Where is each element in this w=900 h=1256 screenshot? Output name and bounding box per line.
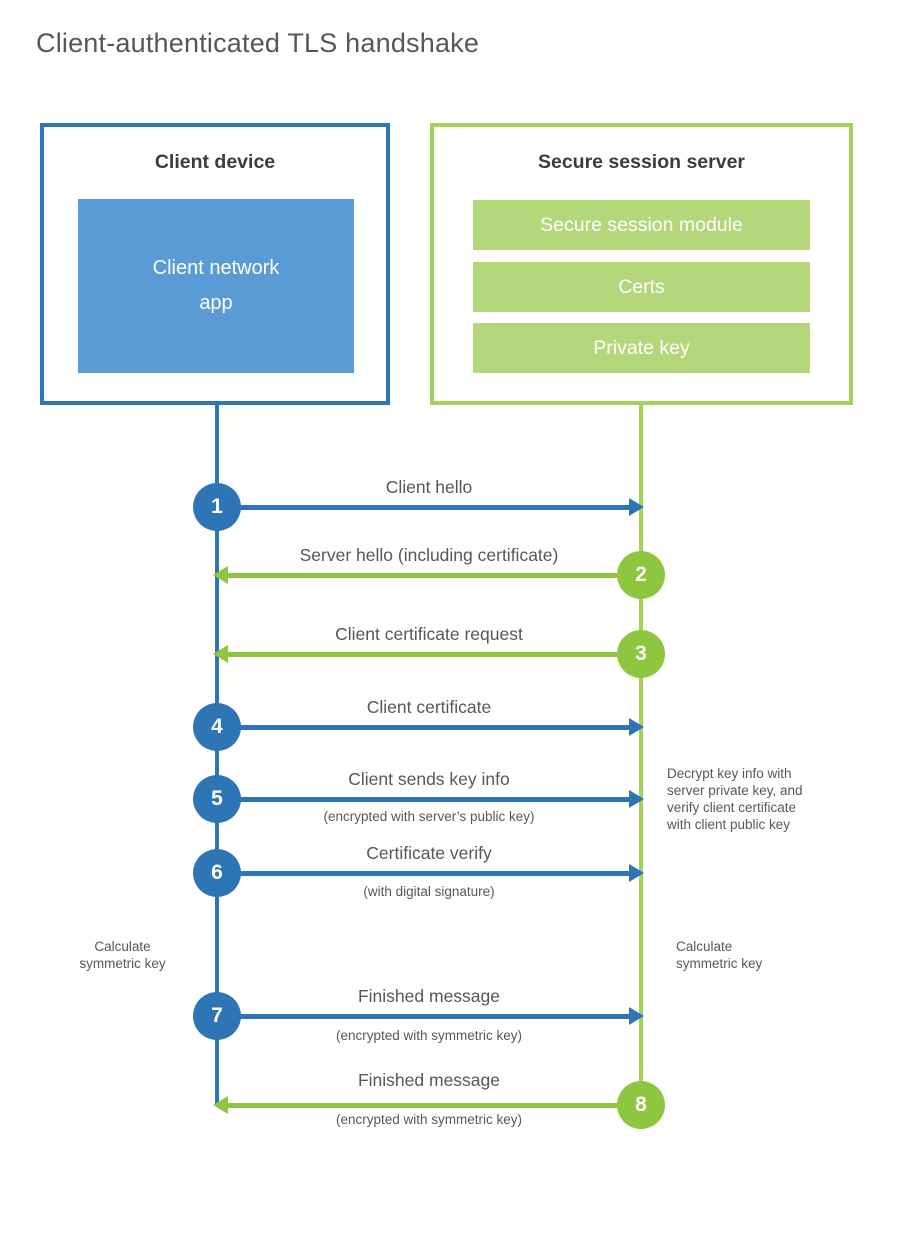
step-number-badge: 4 [193, 703, 241, 751]
server-private-key-bar: Private key [473, 323, 810, 373]
message-arrow [240, 871, 630, 876]
message-arrow [240, 505, 630, 510]
message-label: Certificate verify [366, 843, 492, 863]
message-arrow [227, 652, 617, 657]
page-title: Client-authenticated TLS handshake [36, 28, 480, 58]
decrypt-note: Decrypt key info with server private key… [667, 766, 803, 832]
arrow-head-left-icon [213, 645, 228, 663]
client-network-app-box: Client network app [78, 199, 354, 373]
arrow-head-right-icon [629, 498, 644, 516]
message-label: Client certificate [366, 697, 492, 717]
message-sublabel: (encrypted with symmetric key) [335, 1112, 523, 1127]
arrow-head-left-icon [213, 1096, 228, 1114]
server-lifeline [639, 401, 643, 1105]
message-label: Client certificate request [335, 624, 523, 644]
step-number-badge: 3 [617, 630, 665, 678]
calculate-symmetric-key-right: Calculate symmetric key [676, 939, 763, 971]
server-title: Secure session server [537, 151, 746, 173]
message-sublabel: (with digital signature) [363, 884, 495, 899]
message-sublabel: (encrypted with server’s public key) [323, 809, 535, 824]
message-arrow [240, 1014, 630, 1019]
step-number-badge: 1 [193, 483, 241, 531]
message-label: Finished message [357, 1070, 501, 1090]
arrow-head-right-icon [629, 718, 644, 736]
step-number-badge: 6 [193, 849, 241, 897]
server-module-bar: Secure session module [473, 200, 810, 250]
message-arrow [240, 725, 630, 730]
message-arrow [227, 1103, 617, 1108]
message-arrow [240, 797, 630, 802]
client-device-title: Client device [154, 151, 276, 173]
step-number-badge: 5 [193, 775, 241, 823]
message-label: Client sends key info [348, 769, 510, 789]
message-sublabel: (encrypted with symmetric key) [335, 1028, 523, 1043]
step-number-badge: 2 [617, 551, 665, 599]
server-certs-bar: Certs [473, 262, 810, 312]
message-label: Finished message [357, 986, 501, 1006]
calculate-symmetric-key-left: Calculate symmetric key [79, 939, 166, 971]
arrow-head-right-icon [629, 790, 644, 808]
client-lifeline [215, 401, 219, 1105]
message-label: Client hello [385, 477, 473, 497]
message-arrow [227, 573, 617, 578]
step-number-badge: 7 [193, 992, 241, 1040]
message-label: Server hello (including certificate) [299, 545, 559, 565]
arrow-head-right-icon [629, 1007, 644, 1025]
step-number-badge: 8 [617, 1081, 665, 1129]
arrow-head-left-icon [213, 566, 228, 584]
arrow-head-right-icon [629, 864, 644, 882]
